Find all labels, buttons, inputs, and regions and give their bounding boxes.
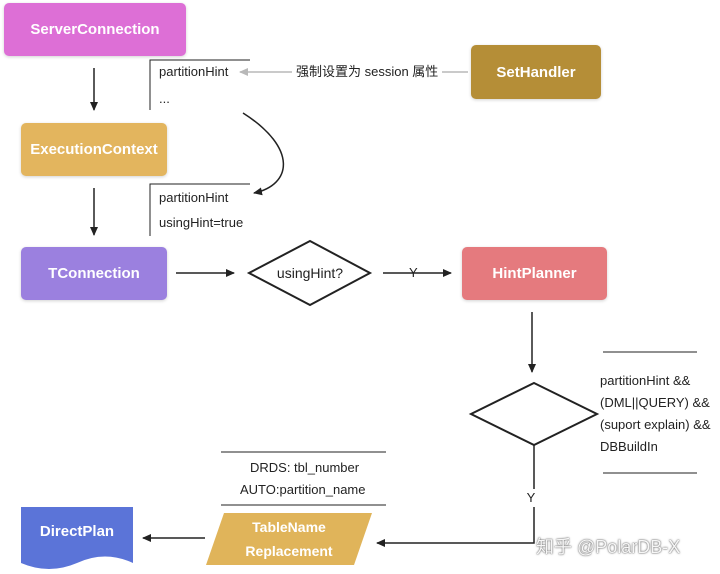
condition-line-2: (DML||QUERY) && (600, 395, 710, 410)
yes-label-down: Y (524, 489, 538, 507)
server-connection-node: ServerConnection (4, 3, 186, 56)
sethandler-edge-label: 强制设置为 session 属性 (296, 64, 439, 79)
tablename-note-auto: AUTO:partition_name (240, 482, 366, 497)
decision-diamond-conditions (468, 381, 600, 447)
condition-line-4: DBBuildIn (600, 439, 658, 454)
arrow-condition-to-tablename (376, 445, 535, 547)
tablename-line-2: Replacement (245, 543, 333, 559)
condition-line-3: (suport explain) && (600, 417, 711, 432)
tablename-replacement-shape (206, 513, 372, 565)
set-handler-node: SetHandler (471, 45, 601, 99)
yes-label-right: Y (409, 265, 418, 280)
bracket-server-attrs (149, 59, 250, 110)
tablename-note-drds: DRDS: tbl_number (250, 460, 360, 475)
watermark: 知乎 @PolarDB-X (536, 537, 681, 557)
hint-planner-node: HintPlanner (462, 247, 607, 300)
condition-line-1: partitionHint && (600, 373, 691, 388)
direct-plan-node: DirectPlan (39, 522, 115, 540)
server-attr-partitionhint: partitionHint (159, 64, 229, 79)
directplan-shape (21, 507, 133, 569)
context-attr-partitionhint: partitionHint (159, 190, 229, 205)
tablename-replacement-node: TableName Replacement (208, 513, 370, 565)
decision-diamond-usinghint (246, 239, 373, 307)
bracket-context-attrs (149, 183, 250, 236)
context-attr-usinghint: usingHint=true (159, 215, 244, 230)
arrow-curve-attrs (242, 112, 285, 196)
tconnection-node: TConnection (21, 247, 167, 300)
execution-context-node: ExecutionContext (21, 123, 167, 176)
tablename-line-1: TableName (252, 519, 326, 535)
server-attr-ellipsis: ... (159, 91, 170, 106)
decision-label-usinghint: usingHint? (276, 265, 344, 281)
